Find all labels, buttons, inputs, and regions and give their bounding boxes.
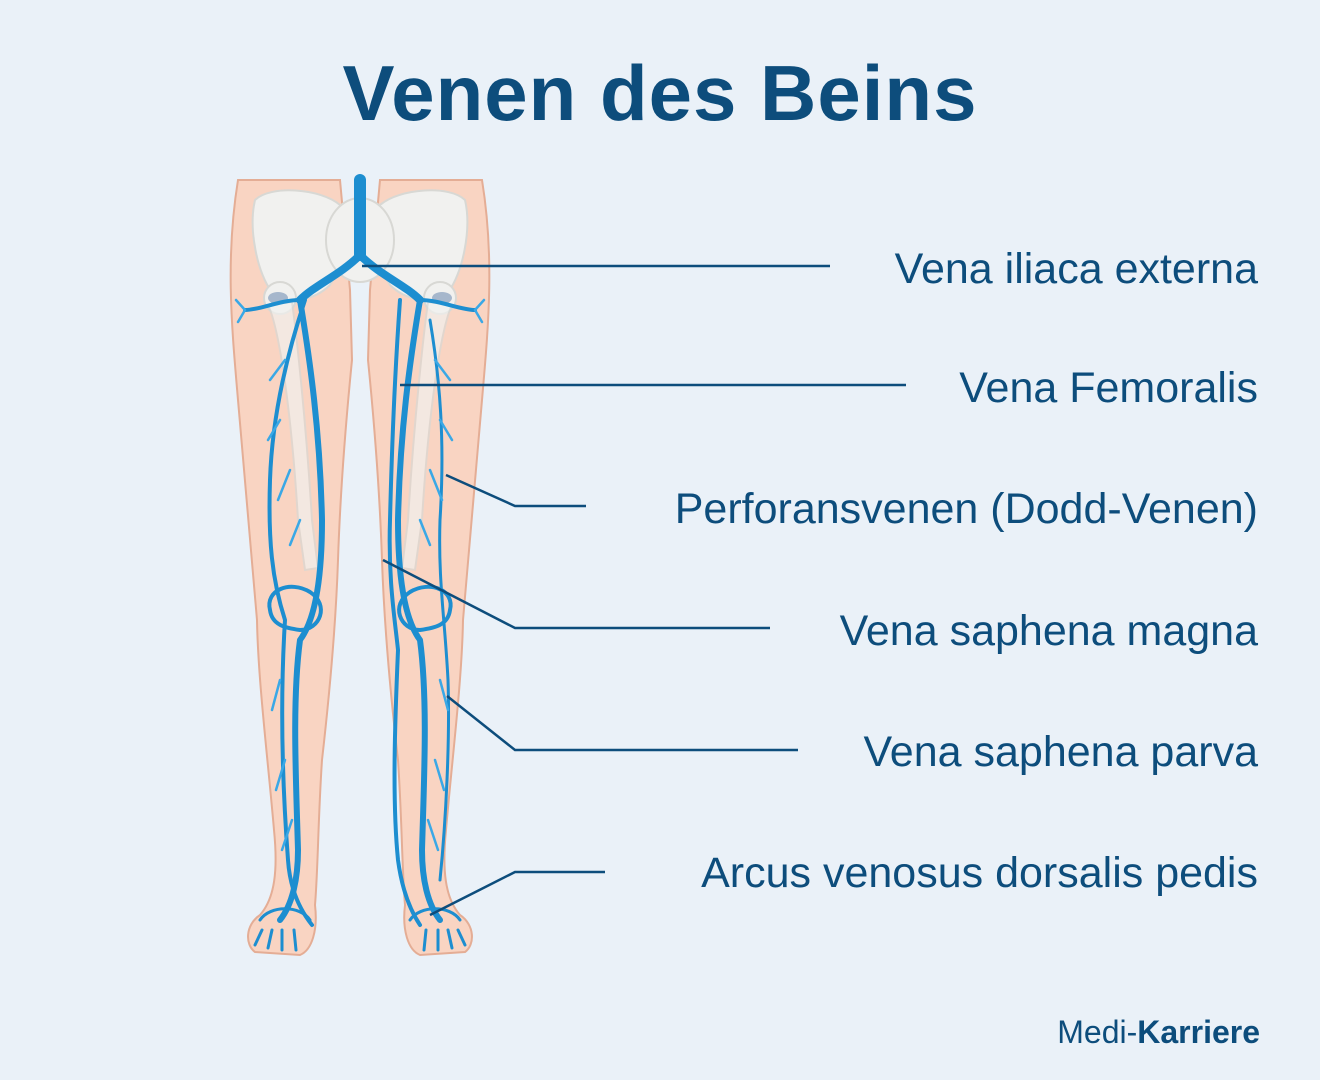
vein-tributaries bbox=[234, 298, 486, 852]
left-femoral-vein bbox=[277, 297, 325, 923]
pelvis bbox=[251, 189, 469, 572]
left-hip-bone bbox=[251, 189, 347, 301]
legs-silhouette bbox=[229, 179, 491, 957]
left-knee-loop bbox=[267, 584, 323, 632]
label-vena-saphena-magna: Vena saphena magna bbox=[839, 607, 1258, 655]
right-great-saphenous bbox=[387, 298, 422, 927]
right-iliac-vein bbox=[356, 251, 424, 304]
right-femoral-vein bbox=[395, 297, 443, 923]
leader-line-arcus bbox=[429, 870, 605, 917]
left-great-saphenous bbox=[267, 298, 314, 927]
veins bbox=[243, 174, 477, 952]
right-foot-arch bbox=[408, 907, 467, 952]
brand-logo: Medi-Karriere bbox=[1057, 1016, 1260, 1048]
leader-line-saphena-magna bbox=[382, 558, 770, 630]
label-arcus-venosus: Arcus venosus dorsalis pedis bbox=[701, 849, 1258, 897]
left-iliac-vein bbox=[296, 251, 364, 304]
brand-logo-part2: Karriere bbox=[1137, 1014, 1260, 1050]
left-outer-branch bbox=[243, 298, 302, 312]
left-leg bbox=[229, 179, 354, 957]
label-vena-iliaca-externa: Vena iliaca externa bbox=[894, 245, 1258, 293]
brand-logo-part1: Medi- bbox=[1057, 1014, 1138, 1050]
left-foot-arch bbox=[253, 907, 312, 952]
right-outer-branch bbox=[418, 298, 477, 312]
right-hip-bone bbox=[373, 189, 469, 301]
leader-line-saphena-parva bbox=[446, 695, 798, 752]
label-vena-saphena-parva: Vena saphena parva bbox=[863, 728, 1259, 776]
label-perforansvenen: Perforansvenen (Dodd-Venen) bbox=[674, 485, 1258, 533]
page-title: Venen des Beins bbox=[342, 49, 978, 137]
leader-lines bbox=[362, 264, 906, 917]
right-small-saphenous bbox=[428, 318, 451, 882]
label-vena-femoralis: Vena Femoralis bbox=[959, 364, 1258, 412]
leader-line-perforans bbox=[445, 473, 586, 508]
right-leg bbox=[366, 179, 491, 957]
